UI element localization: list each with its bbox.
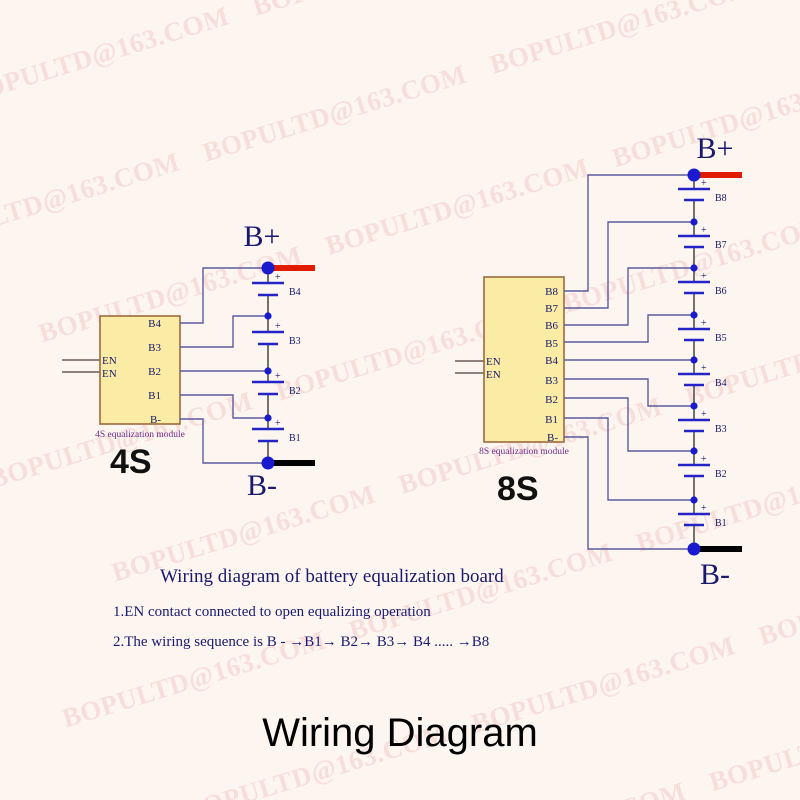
eight-s-positive-node (687, 168, 701, 182)
eight-s-node-b6b7 (690, 264, 698, 272)
eight-s-cell-b5-polarity: + (701, 318, 707, 329)
four-s-cell-b2-label: B2 (289, 386, 301, 397)
eight-s-module-box[interactable] (483, 276, 565, 443)
four-s-pin-b2: B2 (148, 366, 161, 378)
eight-s-cell-b2-label: B2 (715, 469, 727, 480)
four-s-pin-b3: B3 (148, 342, 161, 354)
four-s-pin-b4: B4 (148, 318, 161, 330)
four-s-cell-b1: + B1 (252, 418, 301, 444)
eight-s-cell-b8-polarity: + (701, 178, 707, 189)
eight-s-cell-b8: + B8 (678, 178, 727, 204)
four-s-cell-b4-polarity: + (275, 272, 281, 283)
eight-s-module-caption: 8S equalization module (479, 447, 569, 457)
eight-s-cell-b1-label: B1 (715, 518, 727, 529)
eight-s-node-b2b3 (690, 447, 698, 455)
four-s-pin-b1: B1 (148, 390, 161, 402)
four-s-wiring (180, 267, 268, 464)
eight-s-pin-en1: EN (486, 356, 501, 368)
eight-s-battery-stack: + B8 + B7 + B6 + B5 (678, 132, 742, 591)
eight-s-cell-b7-label: B7 (715, 240, 727, 251)
four-s-cell-b4: + B4 (252, 272, 301, 298)
eight-s-pin-b8: B8 (545, 286, 558, 298)
four-s-en-wires (62, 359, 100, 373)
footer-title: Wiring Diagram (262, 711, 538, 755)
four-s-cell-b2: + B2 (252, 371, 301, 397)
four-s-cell-b3-polarity: + (275, 321, 281, 332)
eight-s-cell-b6-polarity: + (701, 271, 707, 282)
eight-s-pin-en2: EN (486, 369, 501, 381)
eight-s-cell-b2: + B2 (678, 454, 727, 480)
eight-s-cell-b5: + B5 (678, 318, 727, 344)
four-s-cell-b1-polarity: + (275, 418, 281, 429)
four-s-cell-b3: + B3 (252, 321, 301, 347)
four-s-battery-stack: + B4 + B3 + B2 + B1 (244, 220, 315, 502)
eight-s-positive-label: B+ (697, 132, 734, 165)
four-s-diagram: EN EN B4 B3 B2 B1 B- 4S equalization mod… (62, 220, 315, 502)
eight-s-size-label: 8S (497, 470, 539, 508)
note-line-1: 1.EN contact connected to open equalizin… (113, 604, 431, 620)
eight-s-cell-b5-label: B5 (715, 333, 727, 344)
four-s-negative-node (261, 456, 275, 470)
four-s-node-b2b3 (264, 367, 272, 375)
eight-s-pin-b2: B2 (545, 394, 558, 406)
eight-s-node-b4b5 (690, 356, 698, 364)
four-s-positive-label: B+ (244, 220, 281, 253)
eight-s-cell-b4-label: B4 (715, 378, 727, 389)
diagram-caption: Wiring diagram of battery equalization b… (160, 566, 504, 587)
four-s-negative-label: B- (247, 469, 277, 502)
eight-s-pin-b5: B5 (545, 338, 558, 350)
eight-s-negative-label: B- (700, 558, 730, 591)
eight-s-cell-b1: + B1 (678, 503, 727, 529)
eight-s-pin-b7: B7 (545, 303, 558, 315)
four-s-module-caption: 4S equalization module (95, 430, 185, 440)
four-s-pin-en2: EN (102, 368, 117, 380)
four-s-size-label: 4S (110, 443, 152, 481)
eight-s-wiring (564, 174, 694, 550)
eight-s-cell-b6-label: B6 (715, 286, 727, 297)
eight-s-node-b1b2 (690, 496, 698, 504)
eight-s-cell-b6: + B6 (678, 271, 727, 297)
eight-s-cell-b2-polarity: + (701, 454, 707, 465)
eight-s-pin-b4: B4 (545, 355, 558, 367)
eight-s-negative-node (687, 542, 701, 556)
four-s-module-box[interactable] (99, 315, 181, 425)
eight-s-cell-b3-label: B3 (715, 424, 727, 435)
eight-s-cell-b8-label: B8 (715, 193, 727, 204)
eight-s-cell-b3-polarity: + (701, 409, 707, 420)
four-s-cell-b3-label: B3 (289, 336, 301, 347)
four-s-node-b1b2 (264, 414, 272, 422)
four-s-node-b3b4 (264, 312, 272, 320)
four-s-pin-en1: EN (102, 355, 117, 367)
eight-s-pin-b6: B6 (545, 320, 558, 332)
eight-s-cell-b1-polarity: + (701, 503, 707, 514)
eight-s-cell-b3: + B3 (678, 409, 727, 435)
eight-s-pin-b3: B3 (545, 375, 558, 387)
eight-s-en-wires (455, 360, 484, 374)
eight-s-pin-b1: B1 (545, 414, 558, 426)
eight-s-pin-bminus: B- (547, 432, 558, 444)
note-line-2: 2.The wiring sequence is B - →B1→ B2→ B3… (113, 634, 489, 650)
eight-s-diagram: EN EN B8 B7 B6 B5 B4 B3 B2 B1 B- 8S equa… (455, 132, 742, 591)
four-s-cell-b4-label: B4 (289, 287, 301, 298)
four-s-cell-b2-polarity: + (275, 371, 281, 382)
eight-s-cell-b4-polarity: + (701, 363, 707, 374)
eight-s-node-b5b6 (690, 311, 698, 319)
eight-s-cell-b4: + B4 (678, 363, 727, 389)
eight-s-node-b7b8 (690, 218, 698, 226)
eight-s-cell-b7-polarity: + (701, 225, 707, 236)
four-s-cell-b1-label: B1 (289, 433, 301, 444)
eight-s-node-b3b4 (690, 402, 698, 410)
four-s-positive-node (261, 261, 275, 275)
eight-s-cell-b7: + B7 (678, 225, 727, 251)
four-s-pin-bminus: B- (150, 414, 161, 426)
